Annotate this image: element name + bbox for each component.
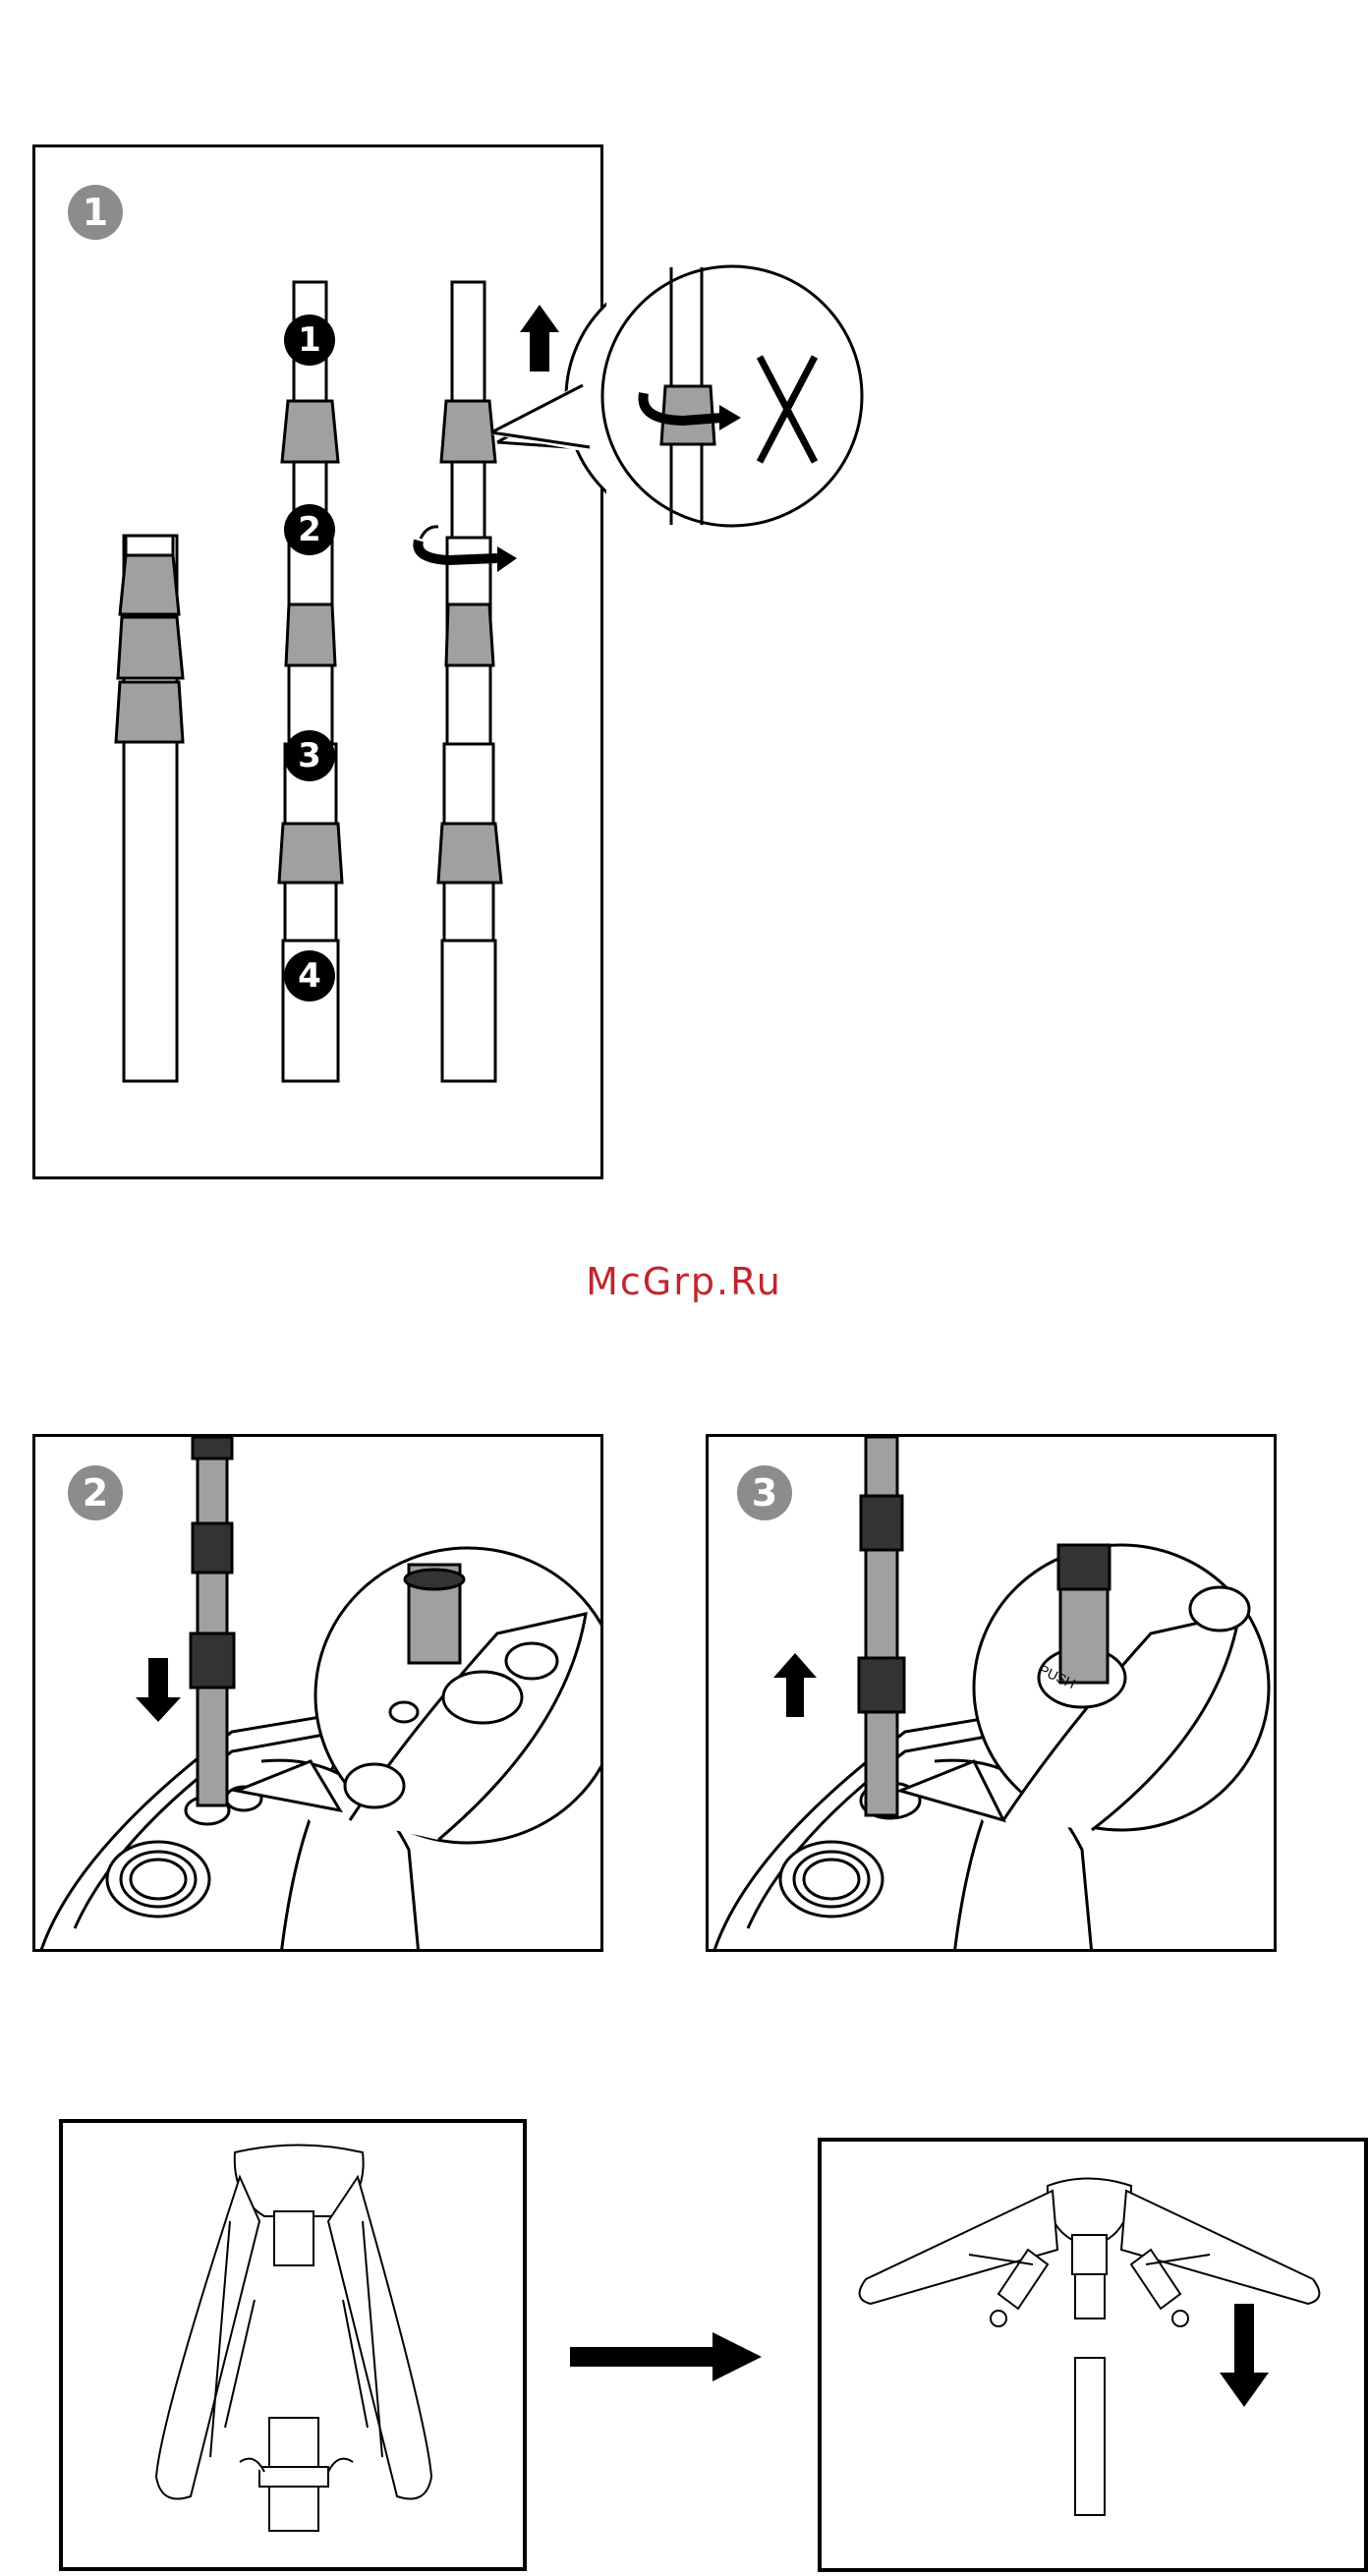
down-arrow-icon xyxy=(1220,2304,1269,2407)
unfolded-tripod-panel xyxy=(818,2138,1368,2572)
step2-panel: 2 xyxy=(32,1434,603,1952)
folded-tripod-panel xyxy=(59,2119,527,2571)
step3-panel: 3 PUSH xyxy=(706,1434,1277,1952)
up-arrow-icon xyxy=(773,1653,817,1717)
zoom-overlay xyxy=(0,0,1368,1179)
watermark: McGrp.Ru xyxy=(0,1260,1368,1303)
right-arrow-icon xyxy=(565,2327,771,2386)
unfolded-tripod-illustration xyxy=(822,2142,1368,2576)
down-arrow-icon xyxy=(136,1658,181,1722)
pole-insert-illustration xyxy=(35,1437,603,1952)
pole-remove-illustration: PUSH xyxy=(709,1437,1277,1952)
folded-tripod-illustration xyxy=(63,2123,531,2575)
